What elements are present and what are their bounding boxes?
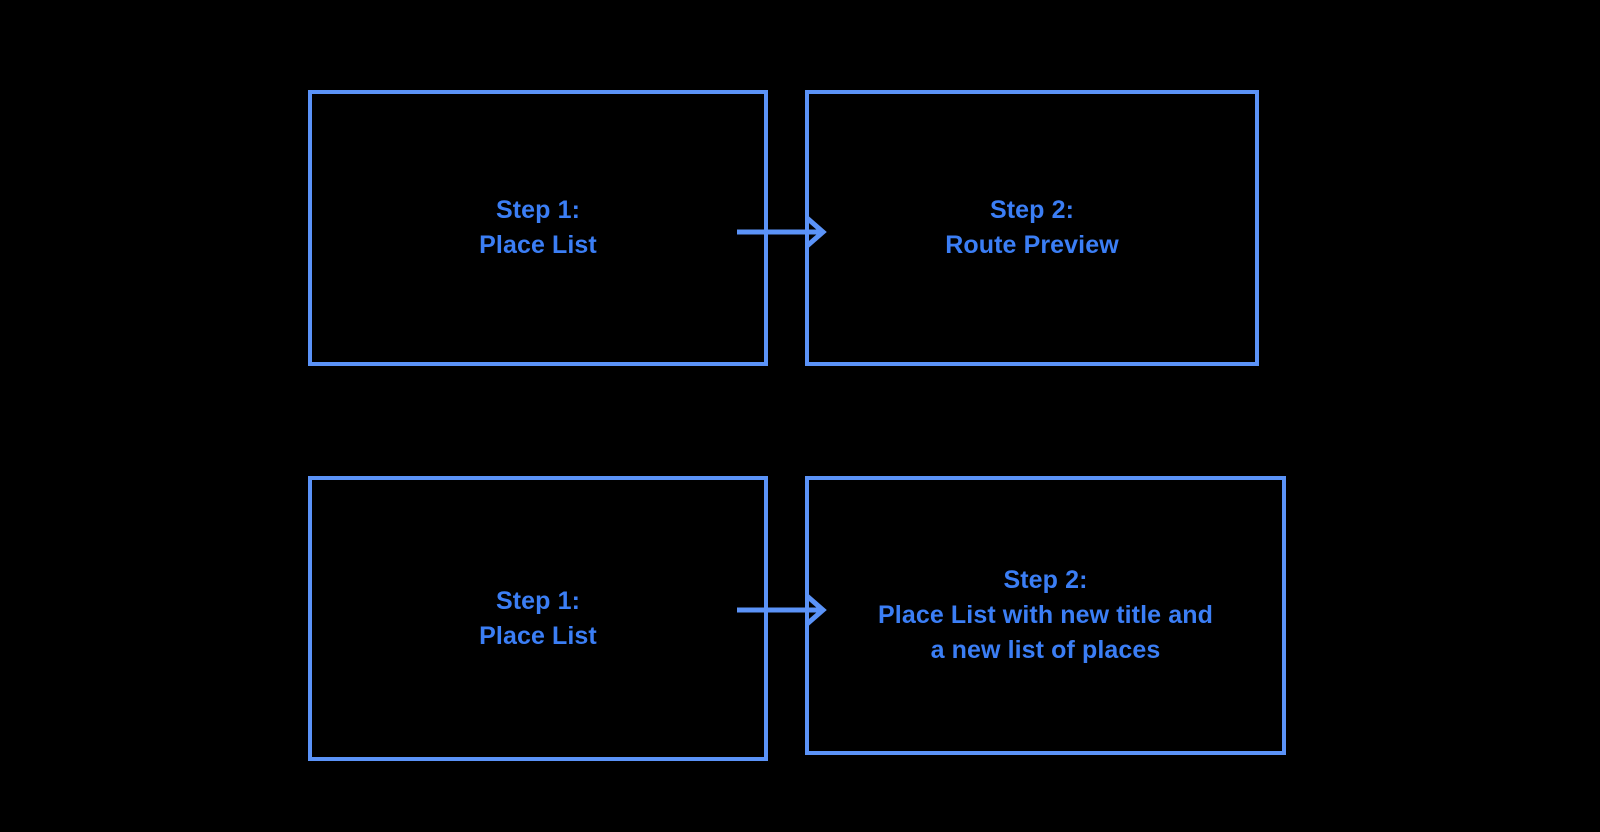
node-flow2-step1[interactable]: Step 1: Place List (308, 476, 768, 761)
node-flow2-step1-label: Step 1: Place List (479, 586, 597, 650)
node-flow2-step2[interactable]: Step 2: Place List with new title and a … (805, 476, 1286, 755)
node-flow1-step2[interactable]: Step 2: Route Preview (805, 90, 1259, 366)
node-flow1-step1-label: Step 1: Place List (479, 196, 597, 259)
node-flow1-step1[interactable]: Step 1: Place List (308, 90, 768, 366)
node-flow2-step2-label: Step 2: Place List with new title and a … (878, 566, 1213, 664)
node-flow1-step2-label: Step 2: Route Preview (945, 196, 1119, 259)
